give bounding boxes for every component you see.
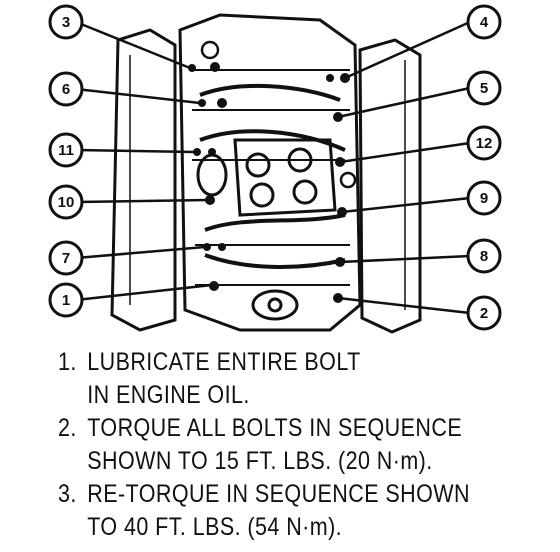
carburetor-pad [233, 138, 337, 217]
callout-circle [466, 125, 502, 161]
step-number: 3. [58, 480, 77, 508]
callout-label: 3 [62, 14, 70, 31]
left-cylinder-head [110, 28, 177, 332]
callout-8: 8 [466, 238, 502, 274]
step-number: 1. [58, 348, 77, 376]
callout-label: 6 [62, 81, 70, 98]
callout-1: 1 [48, 282, 84, 318]
callout-3: 3 [48, 4, 84, 40]
callout-label: 7 [62, 250, 70, 267]
leader-lines [75, 20, 471, 315]
callout-circle [466, 238, 502, 274]
callout-label: 12 [476, 135, 493, 152]
intake-runners [199, 83, 346, 269]
callout-circle [48, 240, 84, 276]
step-text: RE-TORQUE IN SEQUENCE SHOWN TO 40 FT. LB… [87, 480, 470, 541]
instruction-step: 3. RE-TORQUE IN SEQUENCE SHOWN TO 40 FT.… [58, 478, 484, 544]
step-text: LUBRICATE ENTIRE BOLT IN ENGINE OIL. [87, 348, 361, 409]
callout-circle [466, 4, 502, 40]
callout-label: 1 [62, 292, 70, 309]
callout-label: 9 [480, 190, 488, 207]
callout-label: 2 [480, 305, 488, 322]
bolt-markers [188, 62, 350, 303]
callout-label: 4 [480, 14, 489, 31]
callout-circle [48, 184, 84, 220]
callout-circle [48, 4, 84, 40]
instruction-step: 2. TORQUE ALL BOLTS IN SEQUENCE SHOWN TO… [58, 412, 484, 478]
callout-circle [48, 282, 84, 318]
thermostat-housing [251, 289, 299, 321]
callout-12: 12 [466, 125, 502, 161]
callout-6: 6 [48, 71, 84, 107]
step-number: 2. [58, 414, 77, 442]
callout-4: 4 [466, 4, 502, 40]
callout-circle [466, 70, 502, 106]
callout-circle [48, 71, 84, 107]
callout-label: 8 [480, 248, 488, 265]
right-cylinder-head [358, 38, 422, 334]
intake-manifold-diagram: 3 6 11 10 7 1 4 5 12 9 8 2 [48, 4, 502, 334]
callout-7: 7 [48, 240, 84, 276]
callout-2: 2 [466, 295, 502, 331]
callout-5: 5 [466, 70, 502, 106]
callout-label: 11 [58, 142, 74, 159]
callout-label: 5 [480, 80, 488, 97]
callout-label: 10 [58, 194, 75, 211]
callout-10: 10 [48, 184, 84, 220]
instruction-step: 1. LUBRICATE ENTIRE BOLT IN ENGINE OIL. [58, 346, 484, 412]
fitting-top [200, 40, 220, 60]
bolt-callouts: 3 6 11 10 7 1 4 5 12 9 8 2 [48, 4, 502, 331]
callout-circle [466, 295, 502, 331]
callout-9: 9 [466, 180, 502, 216]
instructions-list: 1. LUBRICATE ENTIRE BOLT IN ENGINE OIL. … [58, 346, 484, 544]
step-text: TORQUE ALL BOLTS IN SEQUENCE SHOWN TO 15… [87, 414, 463, 475]
callout-11: 11 [48, 132, 84, 168]
callout-circle [48, 132, 84, 168]
callout-circle [466, 180, 502, 216]
fitting-right [339, 171, 357, 189]
